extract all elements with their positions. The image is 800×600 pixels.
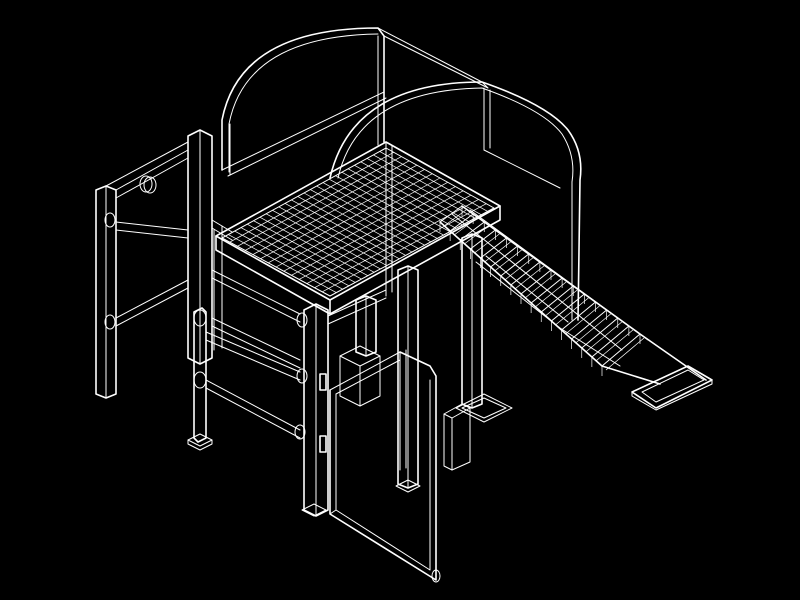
stair-landing-pad [631, 365, 713, 411]
stair-treads [439, 205, 645, 376]
gate-assembly [303, 289, 441, 583]
rear-hoops [221, 27, 582, 321]
platform-support-posts [355, 141, 483, 489]
footing-blocks [301, 345, 513, 517]
inclined-stair [439, 205, 707, 385]
grate-slats [228, 151, 488, 293]
grated-platform [215, 141, 501, 315]
left-ladder-frame [95, 129, 308, 451]
